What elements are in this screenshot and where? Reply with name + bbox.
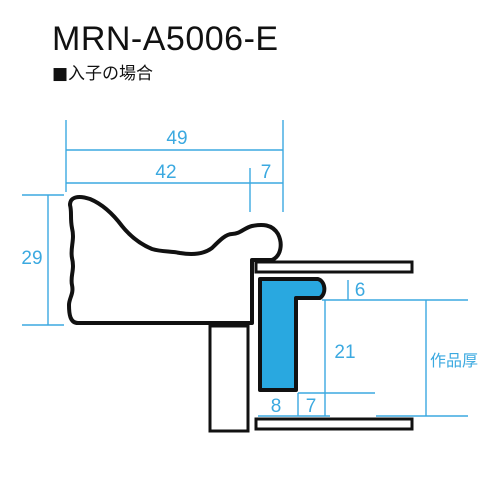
dim-insert-bottom-left: 8	[271, 396, 282, 417]
dim-inner-width: 42	[155, 162, 176, 183]
dim-overall-width: 49	[166, 128, 187, 149]
frame-profile	[67, 195, 283, 325]
backing-board	[208, 324, 250, 433]
model-title: MRN-A5006-E	[52, 20, 279, 58]
dim-insert-bottom-right: 7	[306, 396, 317, 417]
dim-artwork-thickness: 作品厚	[430, 352, 478, 370]
glazing-top	[254, 260, 414, 274]
insert-profile	[258, 277, 327, 392]
insert-caption: ■入子の場合	[52, 64, 154, 84]
dimension-lines	[22, 120, 468, 417]
dim-height: 29	[21, 248, 42, 269]
dim-insert-height: 21	[334, 342, 355, 363]
glazing-bottom	[254, 417, 414, 431]
dim-lip-width: 7	[261, 162, 272, 183]
dim-insert-top: 6	[355, 280, 366, 301]
